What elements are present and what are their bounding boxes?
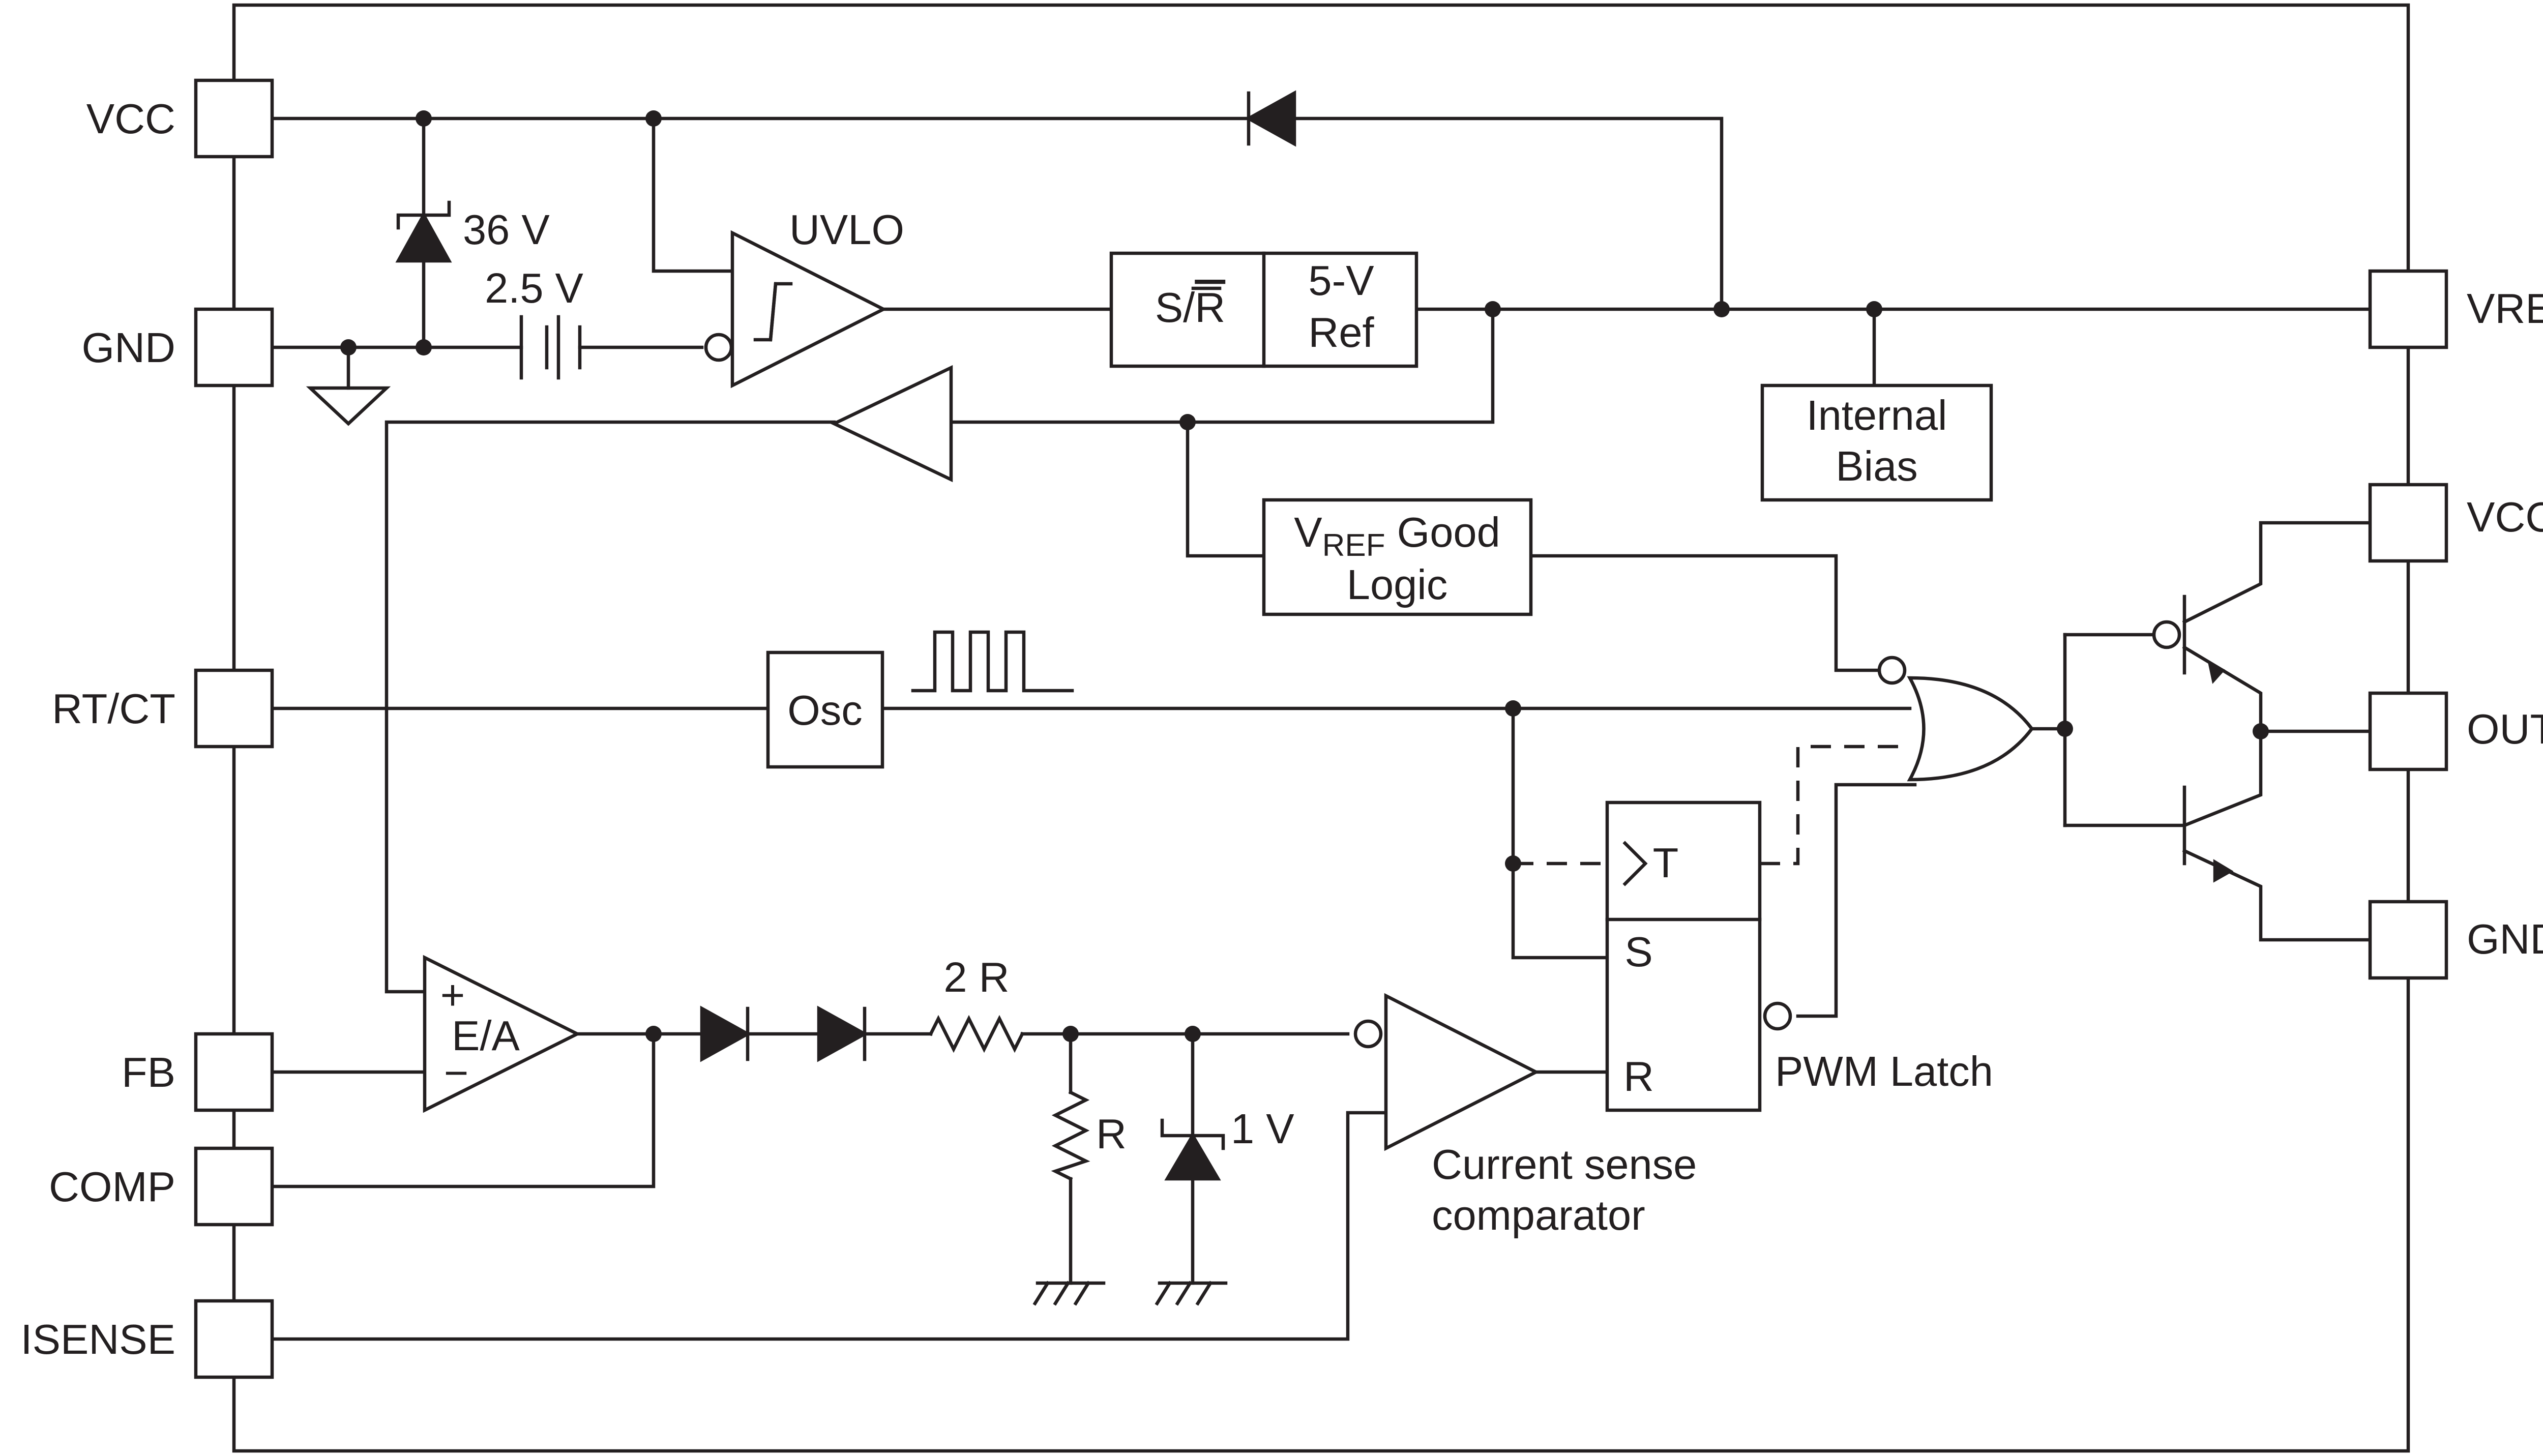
uvlo-comparator: [704, 230, 888, 389]
pin-rtct-label: RT/CT: [52, 685, 175, 732]
error-amplifier: [423, 955, 581, 1113]
pin-vcc-right-label: VCC: [2467, 493, 2543, 541]
current-sense-comparator: [1353, 993, 1540, 1151]
ground-triangle-icon: [306, 386, 391, 426]
vref-good-label-2: Logic: [1347, 561, 1447, 608]
pwm-latch-block: [1605, 800, 1762, 1112]
pin-vref-label: VREF: [2467, 285, 2543, 332]
bias-label-1: Internal: [1807, 392, 1947, 439]
vref-good-logic-block: [1262, 498, 1533, 616]
resistor-2r-label: 2 R: [943, 954, 1009, 1001]
vcc-rail: [270, 116, 1724, 312]
diode-2: [817, 1005, 868, 1062]
pin-vcc-right: [2368, 483, 2448, 563]
pin-comp: [194, 1146, 274, 1227]
pin-gnd-left-label: GND: [82, 324, 175, 371]
ref-label-2: Ref: [1308, 309, 1374, 356]
pin-comp-label: COMP: [49, 1163, 175, 1210]
pwm-latch-label: PWM Latch: [1775, 1048, 1993, 1095]
pin-output-label: OUTPUT: [2467, 705, 2543, 753]
oscillator-block: [766, 650, 884, 769]
cs-label-2: comparator: [1432, 1192, 1645, 1239]
sr-label: S/R: [1155, 284, 1225, 331]
uvlo-label: UVLO: [789, 206, 904, 253]
reference-buffer: [830, 365, 953, 483]
internal-bias-block: [1760, 383, 1993, 502]
pin-fb-label: FB: [122, 1049, 175, 1096]
isense-line: [270, 1111, 1388, 1341]
zener-1v-label: 1 V: [1231, 1105, 1294, 1152]
ic-outline: [232, 3, 2410, 1453]
zener-36v-label: 36 V: [463, 206, 550, 253]
vcc-diode: [1245, 90, 1296, 147]
pin-gnd-left: [194, 307, 274, 388]
upper-transistor: [2152, 620, 2226, 684]
pins-right: [2368, 269, 2448, 980]
resistor-r: [1051, 1090, 1090, 1181]
pin-isense-label: ISENSE: [21, 1316, 175, 1363]
battery-label: 2.5 V: [485, 264, 583, 312]
square-wave-icon: [911, 630, 1074, 693]
chassis-ground-icon: [1032, 1281, 1106, 1306]
vref-good-label-1: VREF Good: [1294, 509, 1500, 563]
pin-rtct: [194, 668, 274, 749]
pin-isense: [194, 1299, 274, 1379]
ref-label-1: 5-V: [1308, 257, 1374, 304]
ea-label: E/A: [452, 1012, 520, 1059]
pins-left: [194, 78, 274, 1379]
pin-output: [2368, 691, 2448, 771]
lower-transistor: [2213, 859, 2234, 883]
chassis-ground-icon: [1155, 1281, 1228, 1306]
pin-vref: [2368, 269, 2448, 349]
resistor-r-label: R: [1096, 1110, 1127, 1157]
zener-1v: [1160, 1118, 1225, 1181]
diode-1: [700, 1005, 751, 1062]
junction-dots: [340, 110, 2269, 1042]
ea-plus: +: [440, 971, 465, 1019]
pin-vcc-left-label: VCC: [86, 95, 175, 142]
cs-label-1: Current sense: [1432, 1141, 1697, 1188]
battery-2v5: [519, 315, 582, 380]
pin-gnd-right-label: GND: [2467, 915, 2543, 963]
wires: [270, 116, 2372, 1341]
bias-label-2: Bias: [1836, 442, 1917, 490]
comp-line: [270, 1032, 656, 1188]
latch-r-label: R: [1623, 1053, 1654, 1100]
resistor-2r: [928, 1015, 1025, 1053]
latch-t-label: T: [1653, 839, 1679, 886]
zener-36v: [395, 200, 452, 263]
pin-fb: [194, 1032, 274, 1112]
pin-gnd-right: [2368, 900, 2448, 980]
or-gate: [1877, 656, 2034, 782]
ea-minus: −: [444, 1049, 468, 1096]
osc-label: Osc: [787, 687, 863, 734]
pin-vcc-left: [194, 78, 274, 159]
latch-s-label: S: [1624, 928, 1652, 975]
